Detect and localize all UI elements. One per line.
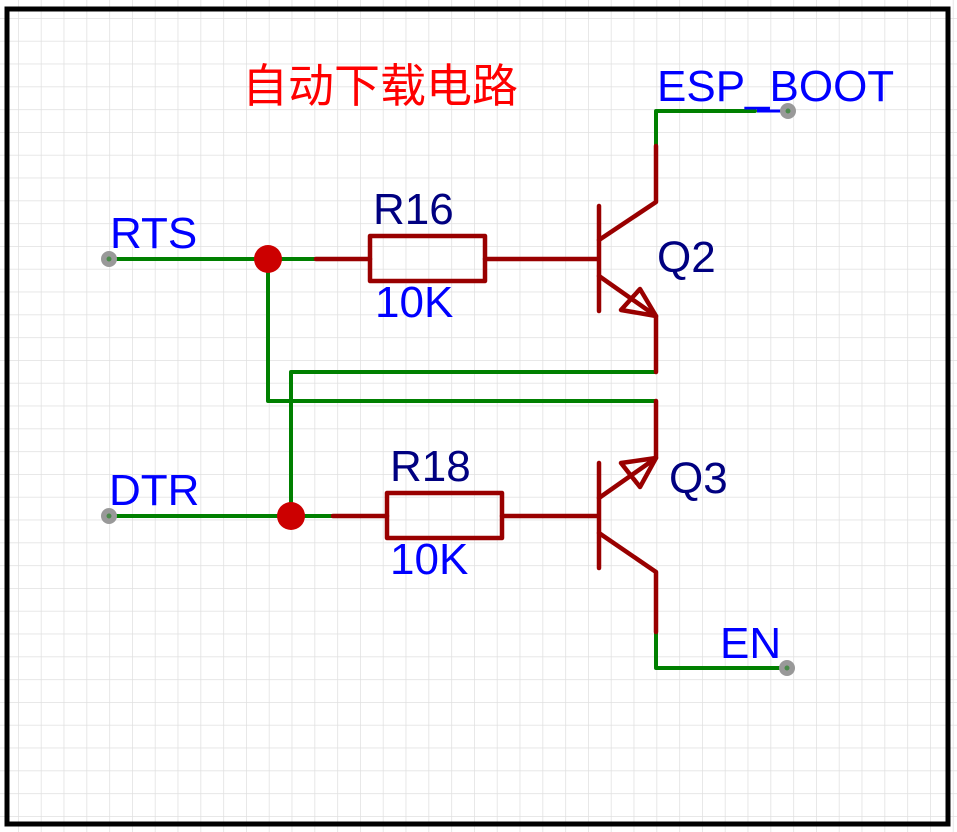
net-label-en: EN [720,619,781,668]
q3-designator: Q3 [669,454,728,503]
junction-dtr [277,502,305,530]
transistor-q2[interactable] [596,143,659,375]
net-label-esp-boot: ESP_BOOT [657,62,894,111]
net-pins [101,103,796,676]
wire-rts-to-q3-emitter[interactable] [266,257,658,403]
pin-dtr-dot [106,513,112,519]
wire-en[interactable] [654,630,789,670]
q2-designator: Q2 [657,233,716,282]
resistor-r18[interactable] [330,490,601,541]
pin-esp-boot-dot [785,108,791,114]
transistor-q3[interactable] [596,398,659,635]
q3-emitter-arrow [618,455,659,490]
q2-collector [596,143,659,243]
r16-value: 10K [375,278,453,327]
circuit-title: 自动下载电路 [242,60,518,112]
pin-rts-dot [106,256,112,262]
pin-en-dot [784,665,790,671]
q3-collector [596,530,659,635]
wire-dtr-to-q2-emitter[interactable] [289,370,658,518]
sheet-frame [4,6,951,827]
q2-emitter-arrow [618,286,659,319]
resistor-r16[interactable] [313,233,601,284]
junction-rts [254,245,282,273]
r18-designator: R18 [390,442,471,491]
net-label-rts: RTS [110,209,197,258]
wire-esp-boot[interactable] [654,109,757,148]
r16-designator: R16 [373,185,454,234]
net-label-dtr: DTR [109,466,199,515]
r18-value: 10K [390,535,468,584]
